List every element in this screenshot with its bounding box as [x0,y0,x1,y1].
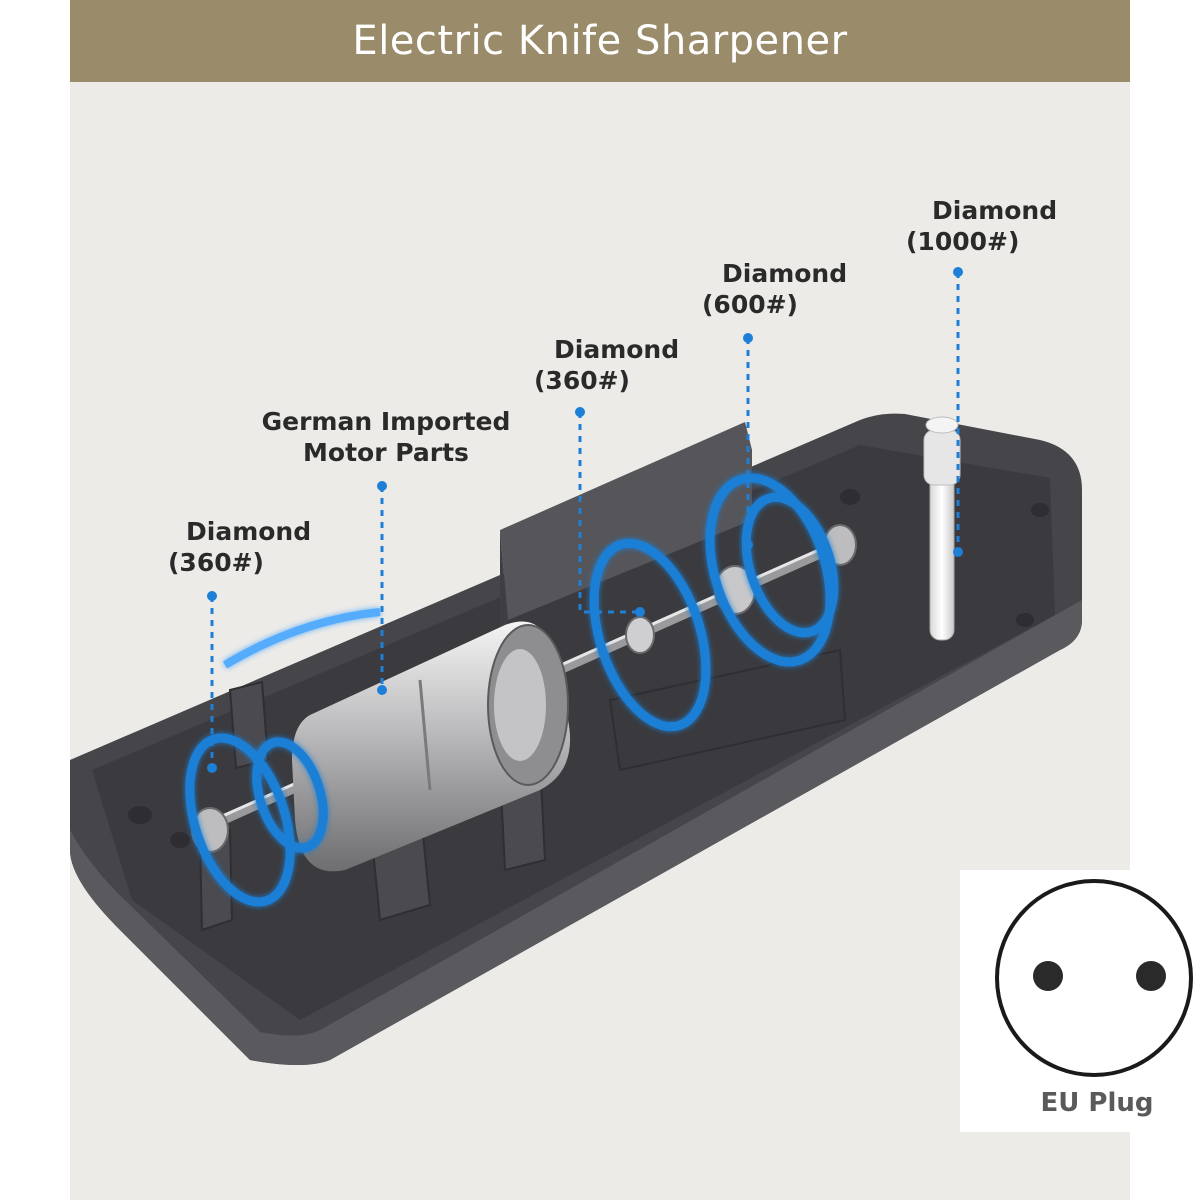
motor-glow [222,608,381,669]
callout-motor-line1: German Imported [261,407,511,436]
callout-center-diamond-name: Diamond [554,335,680,364]
page-title: Electric Knife Sharpener [352,18,848,64]
callout-dots [207,267,963,773]
eu-plug-panel: EU Plug [960,870,1200,1132]
right-grinding-ring-inner [741,492,839,638]
callout-motor: German Imported Motor Parts [255,406,517,468]
motor [292,621,571,872]
right-grinding-ring [705,473,835,667]
callout-left-diamond: Diamond (360#) [168,516,311,578]
callout-left-diamond-grit: (360#) [168,548,264,577]
left-grinding-ring [185,733,295,907]
callout-rod-diamond: Diamond (1000#) [906,195,1057,257]
inner-wall [500,422,752,640]
callout-center-diamond-grit: (360#) [534,366,630,395]
screw-holes [128,489,1049,848]
callout-leaders [210,272,960,768]
callout-left-diamond-name: Diamond [186,517,312,546]
eu-plug-label: EU Plug [1040,1088,1154,1118]
callout-right-diamond-grit: (600#) [702,290,798,319]
callout-right-diamond: Diamond (600#) [702,258,847,320]
callout-rod-diamond-grit: (1000#) [906,227,1020,256]
callout-motor-line2: Motor Parts [303,438,469,467]
callout-center-diamond: Diamond (360#) [534,334,679,396]
sharpening-rod [923,416,961,641]
center-grinding-ring [589,538,711,732]
left-grinding-ring-inner [252,737,328,853]
title-banner: Electric Knife Sharpener [70,0,1130,82]
callout-rod-diamond-name: Diamond [932,196,1058,225]
eu-plug-icon [995,879,1193,1077]
callout-right-diamond-name: Diamond [722,259,848,288]
